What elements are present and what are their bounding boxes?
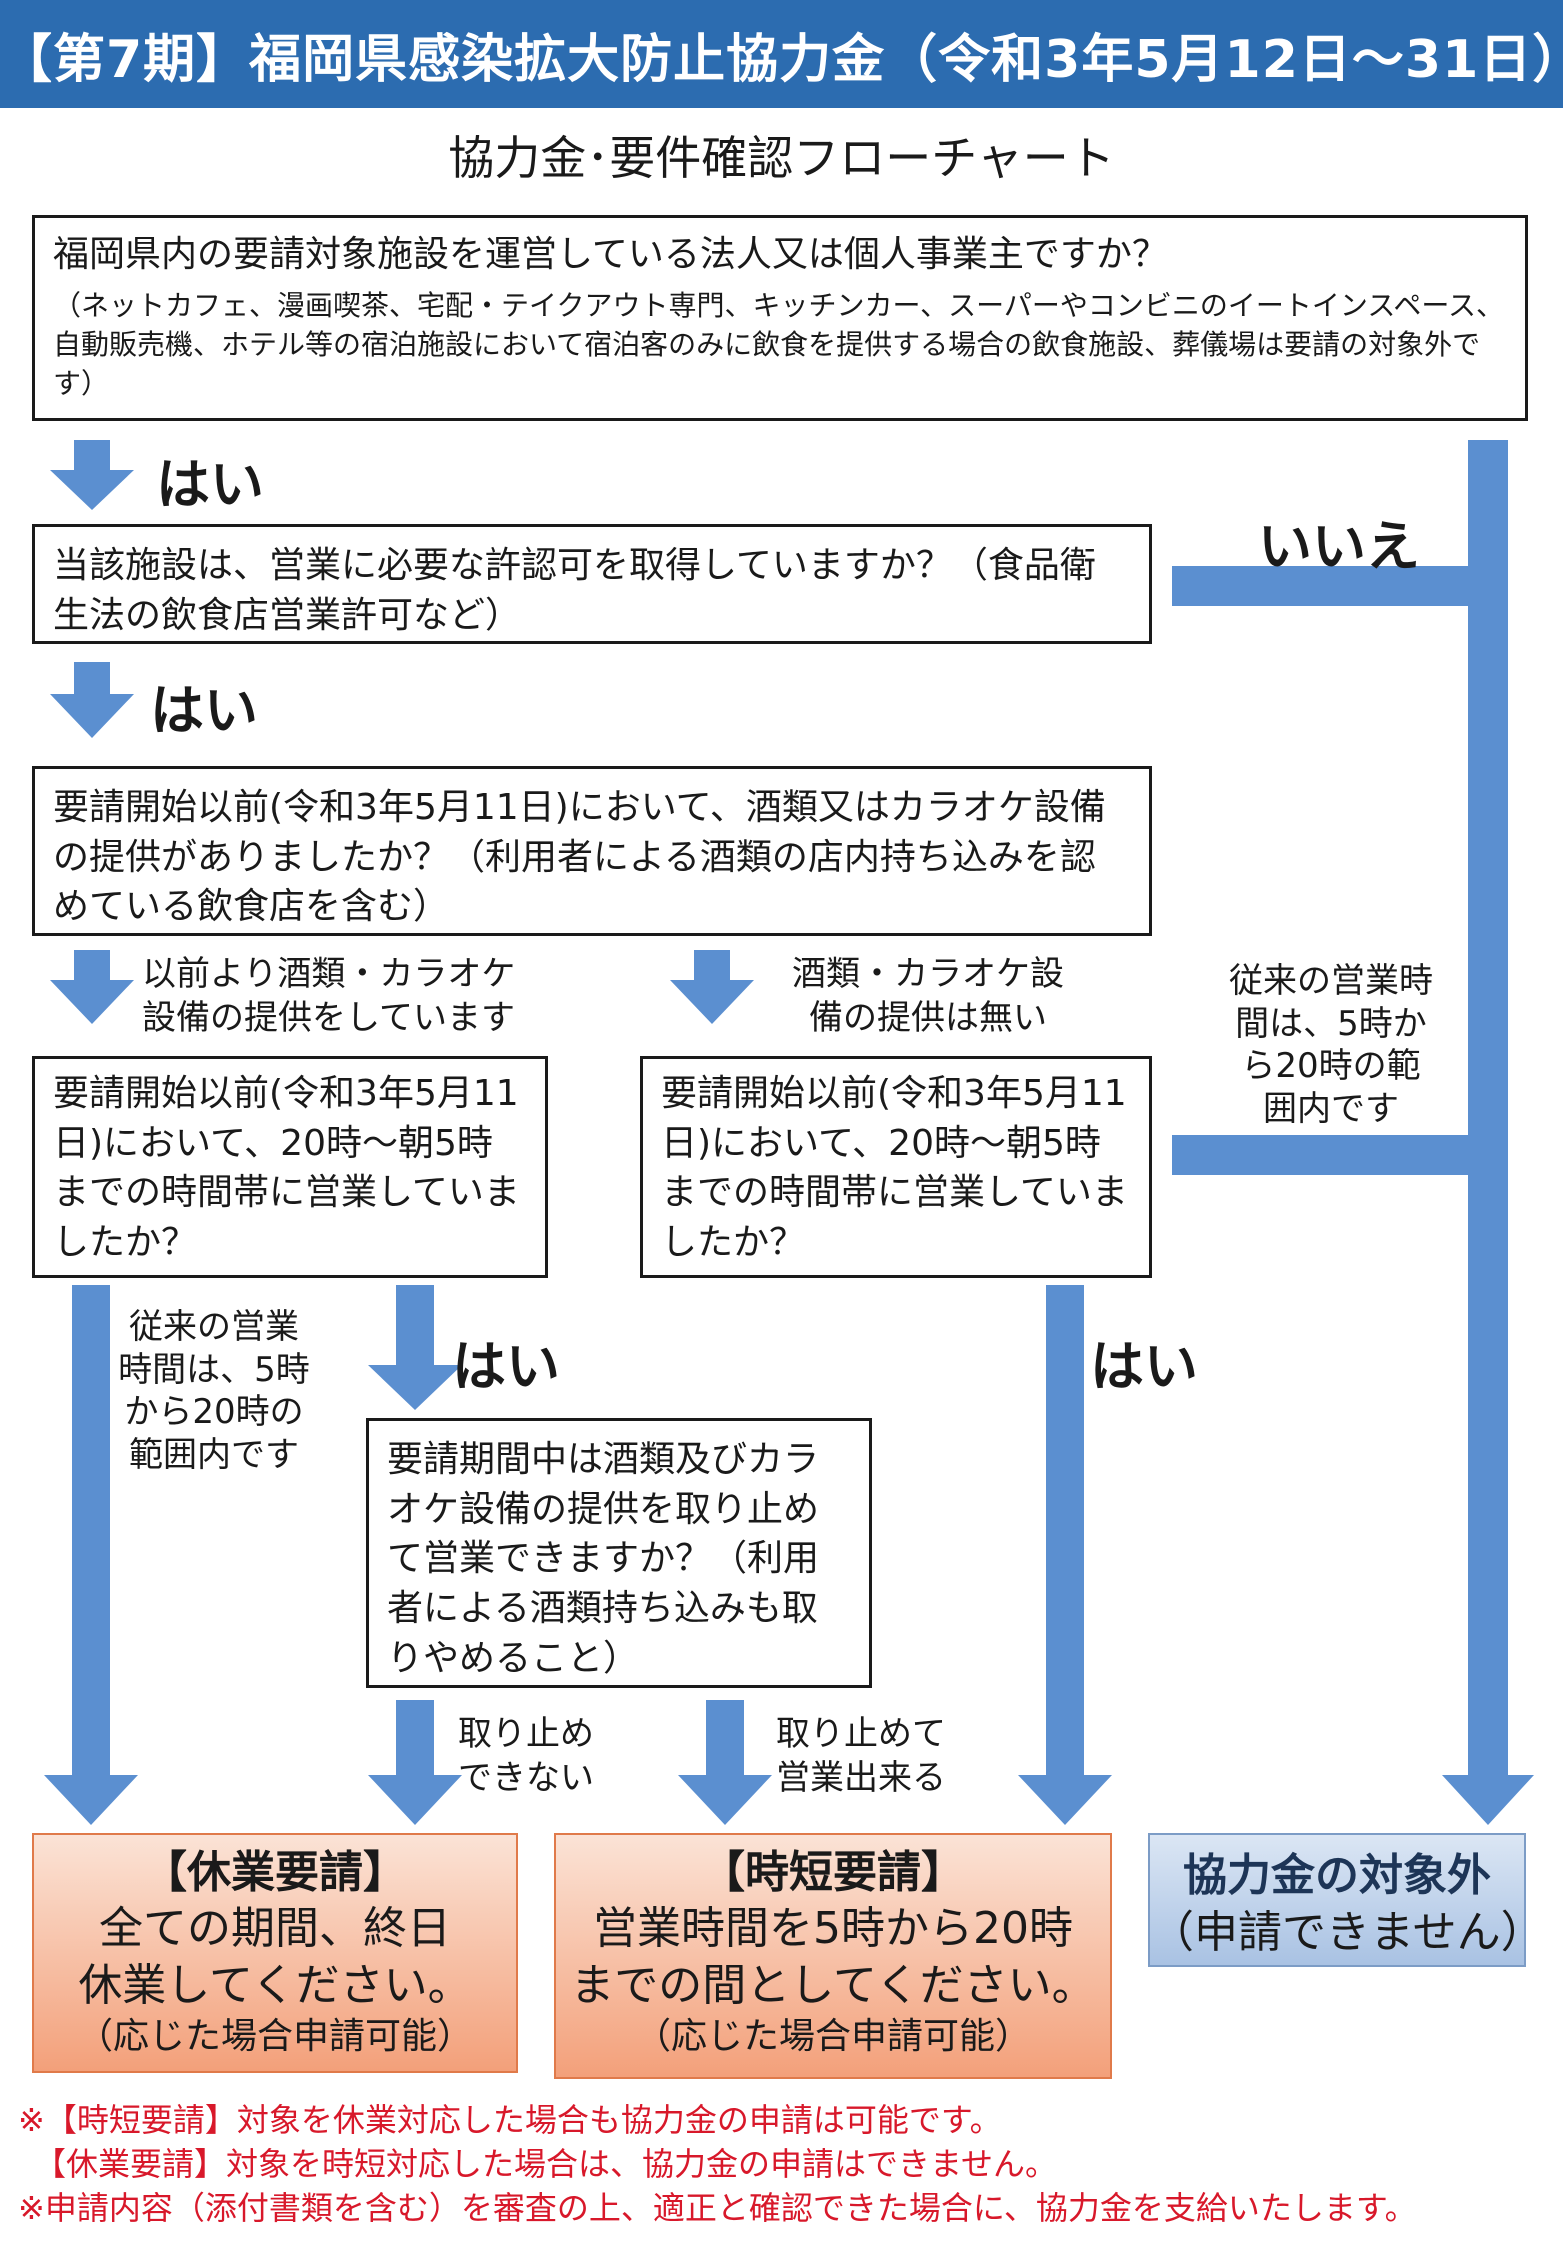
shortened-line2: までの間としてください。	[570, 1959, 1096, 2011]
label-yes-1: はい	[156, 453, 264, 516]
flowchart-subtitle: 協力金･要件確認フローチャート	[448, 131, 1115, 185]
arrow-down-icon	[670, 950, 754, 1024]
shortened-line1: 営業時間を5時から20時	[593, 1903, 1073, 1955]
label-yes-2: はい	[150, 679, 258, 742]
label-can-stop: 取り止めて営業出来る	[776, 1714, 946, 1799]
shortened-note: （応じた場合申請可能）	[634, 2015, 1031, 2057]
page-header: 【第7期】福岡県感染拡大防止協力金（令和3年5月12日～31日）	[0, 0, 1563, 108]
question-3-text: 要請開始以前(令和3年5月11日)において、酒類又はカラオケ設備の提供がありまし…	[53, 787, 1106, 928]
question-box-5: 要請期間中は酒類及びカラオケ設備の提供を取り止めて営業できますか？（利用者による…	[366, 1418, 872, 1688]
closure-title: 【休業要請】	[143, 1847, 407, 1898]
question-1-note: （ネットカフェ、漫画喫茶、宅配・テイクアウト専門、キッチンカー、スーパーやコンビ…	[53, 288, 1504, 401]
result-closure: 【休業要請】 全ての期間、終日 休業してください。 （応じた場合申請可能）	[32, 1833, 518, 2073]
arrow-down-icon	[368, 1700, 462, 1825]
question-5-text: 要請期間中は酒類及びカラオケ設備の提供を取り止めて営業できますか？（利用者による…	[387, 1439, 820, 1679]
footnote-1: ※【時短要請】対象を休業対応した場合も協力金の申請は可能です。	[18, 2101, 1002, 2139]
label-no: いいえ	[1258, 515, 1420, 578]
footnotes: ※【時短要請】対象を休業対応した場合も協力金の申請は可能です。 【休業要請】対象…	[18, 2098, 1548, 2230]
arrow-down-icon	[44, 1285, 138, 1825]
question-1-text: 福岡県内の要請対象施設を運営している法人又は個人事業主ですか？	[53, 234, 1168, 275]
closure-line1: 全ての期間、終日	[99, 1903, 451, 1955]
question-box-4a: 要請開始以前(令和3年5月11日)において、20時～朝5時までの時間帯に営業して…	[32, 1056, 548, 1278]
header-title: 【第7期】福岡県感染拡大防止協力金（令和3年5月12日～31日）	[0, 29, 1563, 90]
arrow-down-icon	[50, 440, 134, 510]
excluded-note: （申請できません）	[1150, 1907, 1545, 1959]
excluded-title: 協力金の対象外	[1183, 1850, 1491, 1901]
footnote-2: 【休業要請】対象を時短対応した場合は、協力金の申請はできません。	[18, 2145, 1058, 2184]
label-normal-hours-left: 従来の営業時間は、5時から20時の範囲内です	[118, 1307, 310, 1475]
arrow-down-icon	[678, 1700, 772, 1825]
arrow-down-icon	[1442, 440, 1534, 1825]
closure-line2: 休業してください。	[78, 1959, 472, 2011]
arrow-down-icon	[1018, 1285, 1112, 1825]
label-cannot-stop: 取り止めできない	[458, 1714, 594, 1799]
label-alcohol-no: 酒類・カラオケ設備の提供は無い	[792, 954, 1064, 1039]
question-box-2: 当該施設は、営業に必要な許認可を取得していますか？（食品衛生法の飲食店営業許可な…	[32, 524, 1152, 644]
question-box-3: 要請開始以前(令和3年5月11日)において、酒類又はカラオケ設備の提供がありまし…	[32, 766, 1152, 936]
connector-no	[1172, 566, 1472, 606]
label-yes-4: はい	[1090, 1335, 1198, 1398]
question-4b-text: 要請開始以前(令和3年5月11日)において、20時～朝5時までの時間帯に営業して…	[661, 1073, 1128, 1264]
question-4a-text: 要請開始以前(令和3年5月11日)において、20時～朝5時までの時間帯に営業して…	[53, 1073, 520, 1264]
result-shortened: 【時短要請】 営業時間を5時から20時 までの間としてください。 （応じた場合申…	[554, 1833, 1112, 2079]
shortened-title: 【時短要請】	[701, 1847, 965, 1898]
question-box-4b: 要請開始以前(令和3年5月11日)において、20時～朝5時までの時間帯に営業して…	[640, 1056, 1152, 1278]
connector-normal-hours	[1172, 1135, 1472, 1175]
closure-note: （応じた場合申請可能）	[76, 2015, 473, 2057]
question-box-1: 福岡県内の要請対象施設を運営している法人又は個人事業主ですか？ （ネットカフェ、…	[32, 215, 1528, 421]
question-2-text: 当該施設は、営業に必要な許認可を取得していますか？（食品衛生法の飲食店営業許可な…	[53, 545, 1096, 636]
footnote-3: ※申請内容（添付書類を含む）を審査の上、適正と確認できた場合に、協力金を支給いた…	[18, 2189, 1417, 2228]
label-alcohol-yes: 以前より酒類・カラオケ設備の提供をしています	[142, 954, 516, 1039]
arrow-down-icon	[50, 950, 134, 1024]
result-excluded: 協力金の対象外 （申請できません）	[1148, 1833, 1545, 1967]
arrow-down-icon	[50, 662, 134, 738]
label-normal-hours-right: 従来の営業時間は、5時から20時の範囲内です	[1229, 961, 1433, 1129]
label-yes-3: はい	[452, 1335, 560, 1398]
arrow-down-icon	[368, 1285, 462, 1410]
